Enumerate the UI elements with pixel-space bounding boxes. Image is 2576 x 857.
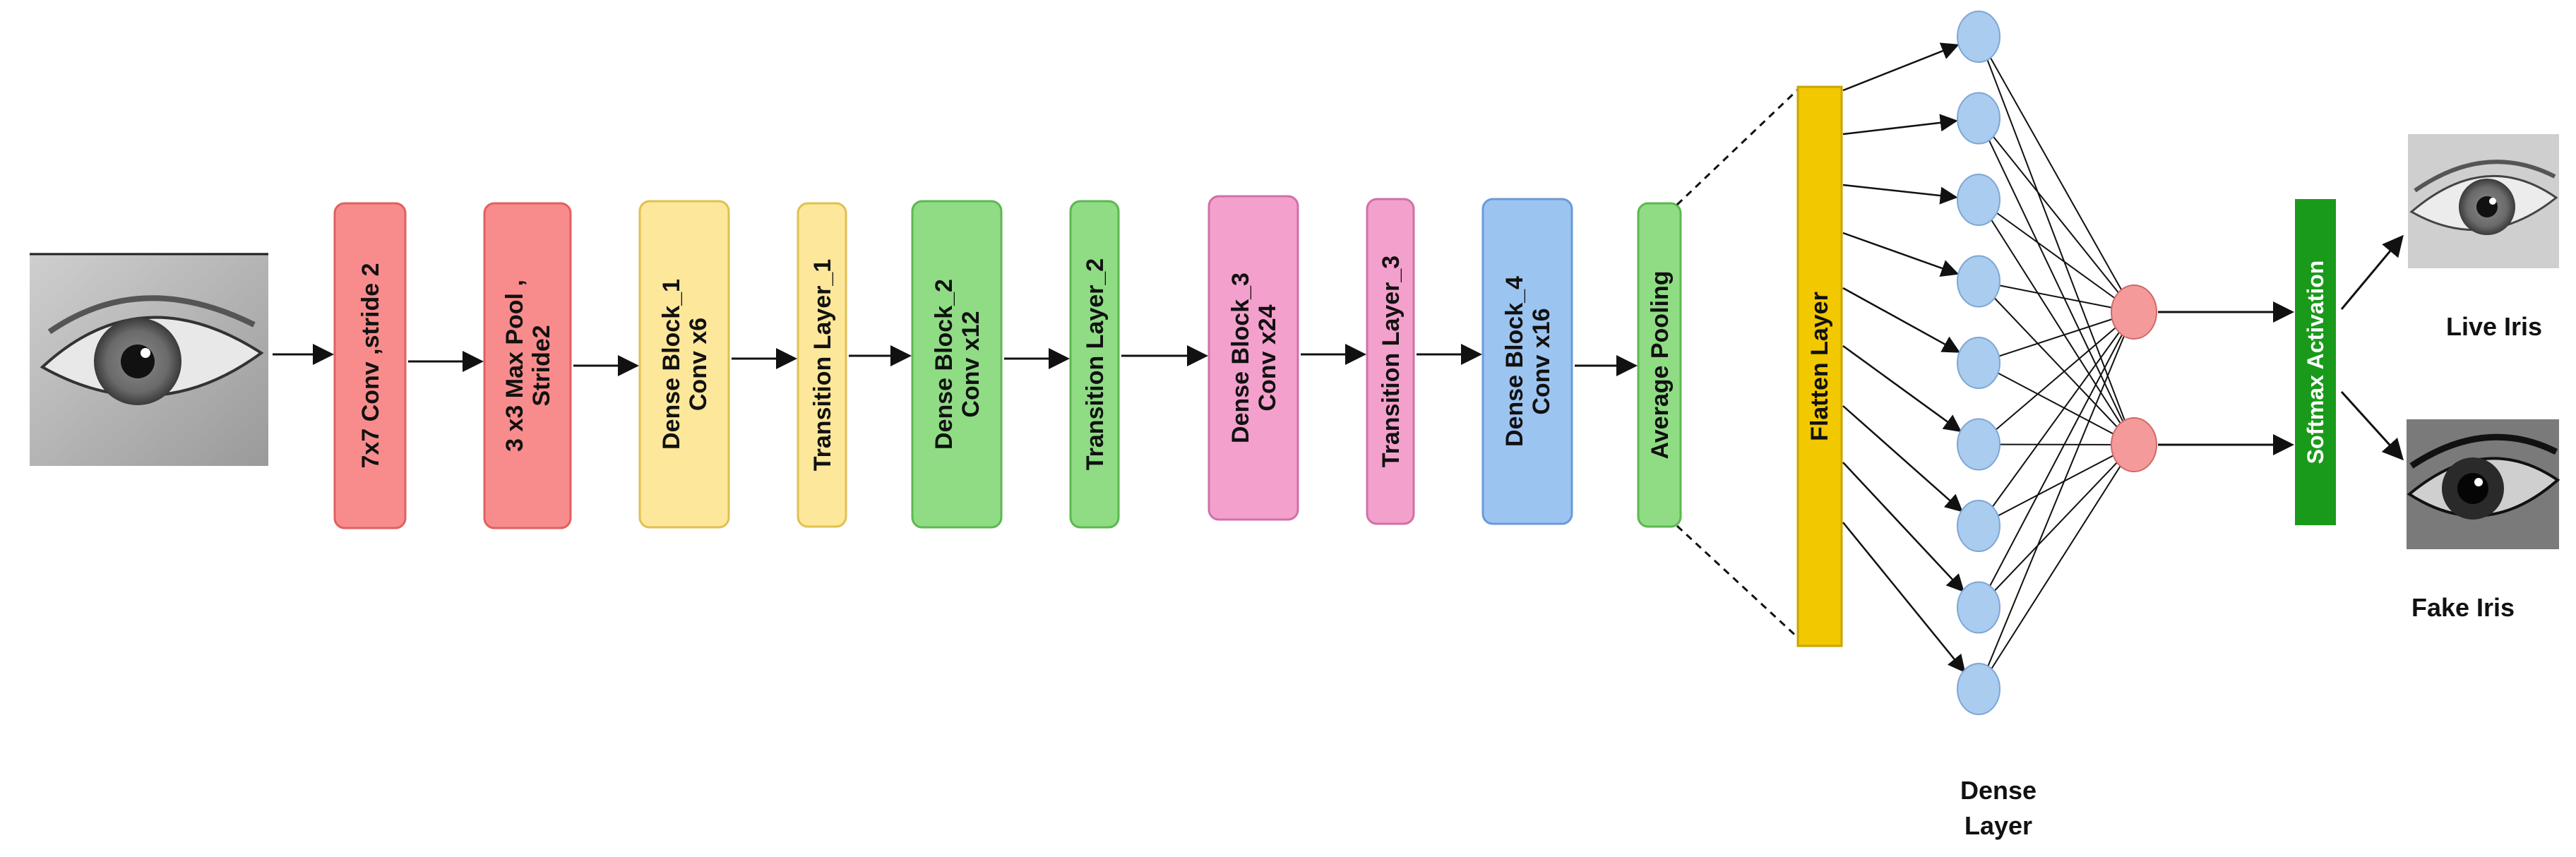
dense-to-output-line <box>1978 311 2135 608</box>
pipeline-blocks: 7x7 Conv ,stride 2 3 x3 Max Pool ,Stride2… <box>333 195 1682 529</box>
dense-node <box>1957 500 2000 552</box>
pipeline-block-2: 3 x3 Max Pool ,Stride2 <box>483 202 572 529</box>
pipeline-block-label: Conv x12 <box>958 311 984 417</box>
pipeline-block-rect <box>1366 198 1415 525</box>
pipeline-block-rect <box>333 202 407 529</box>
dense-to-output-line <box>1978 311 2135 445</box>
flatten-to-dense-arrow <box>1842 287 1961 353</box>
pipeline-block-rect <box>1637 202 1682 528</box>
dense-connections <box>1842 36 2294 690</box>
output-node <box>2111 417 2157 472</box>
dense-to-output-line <box>1978 36 2135 445</box>
pipeline-block-label: Stride2 <box>528 325 555 406</box>
dense-layer-nodes <box>1957 11 2000 715</box>
dense-to-output-line <box>1978 36 2135 313</box>
dense-to-output-line <box>1978 311 2135 364</box>
pipeline-block-rect <box>1481 198 1573 525</box>
pipeline-block-label: Transition Layer_3 <box>1378 256 1405 467</box>
pipeline-block-1: 7x7 Conv ,stride 2 <box>333 202 407 529</box>
dense-to-output-line <box>1978 444 2135 690</box>
pipeline-block-label: Dense Block_2 <box>931 279 958 450</box>
pipeline-block-rect <box>483 202 572 529</box>
pipeline-block-6: Transition Layer_2 <box>1069 200 1120 529</box>
output-node <box>2111 284 2157 340</box>
flatten-to-dense-arrow <box>1842 405 1963 513</box>
pipeline-block-rect <box>1208 195 1299 521</box>
flatten-to-dense-arrow <box>1842 232 1960 277</box>
dense-to-output-line <box>1978 444 2135 609</box>
input-eye-image <box>30 253 268 466</box>
flatten-to-dense-arrow <box>1842 114 1958 136</box>
dense-to-output-line <box>1978 311 2135 527</box>
pipeline-block-label: 3 x3 Max Pool , <box>501 280 528 452</box>
dense-to-output-line <box>1978 117 2135 313</box>
flatten-to-dense-arrow <box>1842 42 1960 92</box>
dense-node <box>1957 663 2000 715</box>
pipeline-block-label: Average Pooling <box>1647 270 1674 459</box>
pooling-to-flatten-connectors <box>1676 87 1801 640</box>
dense-node <box>1957 11 2000 63</box>
pipeline-arrows <box>273 344 1638 376</box>
dense-to-output-line <box>1978 362 2135 445</box>
flatten-to-dense-arrow <box>1842 462 1964 592</box>
softmax-label: Softmax Activation <box>2303 260 2328 465</box>
dense-layer-label-line2: Layer <box>1964 811 2032 840</box>
dense-node <box>1957 581 2000 634</box>
dense-to-output-line <box>1978 199 2135 313</box>
pipeline-block-rect <box>797 202 847 528</box>
flatten-layer: Flatten Layer <box>1796 85 1843 647</box>
dense-node <box>1957 255 2000 308</box>
pipeline-block-label: 7x7 Conv ,stride 2 <box>357 263 384 468</box>
dense-to-output-line <box>1978 118 2135 445</box>
pipeline-block-rect <box>1069 200 1120 529</box>
pipeline-block-label: Conv x6 <box>685 318 712 411</box>
dense-to-output-line <box>1978 444 2135 527</box>
pipeline-block-rect <box>911 200 1003 529</box>
softmax-output-arrows <box>2340 234 2404 461</box>
flatten-to-dense-arrow <box>1842 184 1958 205</box>
pipeline-block-label: Dense Block_3 <box>1227 272 1254 443</box>
flatten-to-dense-arrow <box>1842 522 1966 673</box>
flatten-layer-label: Flatten Layer <box>1806 292 1833 441</box>
dense-to-output-line <box>1978 280 2135 445</box>
pipeline-block-label: Transition Layer_1 <box>809 259 836 471</box>
live-iris-label: Live Iris <box>2446 312 2542 341</box>
live-iris-image <box>2408 134 2559 268</box>
flatten-to-dense-arrow <box>1842 344 1962 433</box>
pipeline-block-rect <box>638 200 730 529</box>
dense-node <box>1957 418 2000 471</box>
pipeline-block-label: Transition Layer_2 <box>1082 258 1109 470</box>
dense-node <box>1957 174 2000 226</box>
dense-to-output-line <box>1978 311 2135 690</box>
dense-node <box>1957 92 2000 145</box>
pipeline-block-8: Transition Layer_3 <box>1366 198 1415 525</box>
dense-node <box>1957 337 2000 389</box>
fake-iris-image <box>2407 419 2560 549</box>
pipeline-block-10: Average Pooling <box>1637 202 1682 528</box>
pipeline-block-label: Dense Block_4 <box>1501 276 1528 447</box>
pipeline-block-label: Conv x16 <box>1528 308 1555 414</box>
output-nodes <box>2111 284 2157 472</box>
pipeline-block-label: Conv x24 <box>1254 304 1281 411</box>
dense-layer-label-line1: Dense <box>1960 776 2037 805</box>
dense-to-output-line <box>1978 280 2135 313</box>
softmax-activation-block: Softmax Activation <box>2295 199 2336 525</box>
pipeline-block-label: Dense Block_1 <box>658 279 685 450</box>
pipeline-block-4: Transition Layer_1 <box>797 202 847 528</box>
dense-to-output-line <box>1978 199 2135 445</box>
fake-iris-label: Fake Iris <box>2411 593 2515 622</box>
